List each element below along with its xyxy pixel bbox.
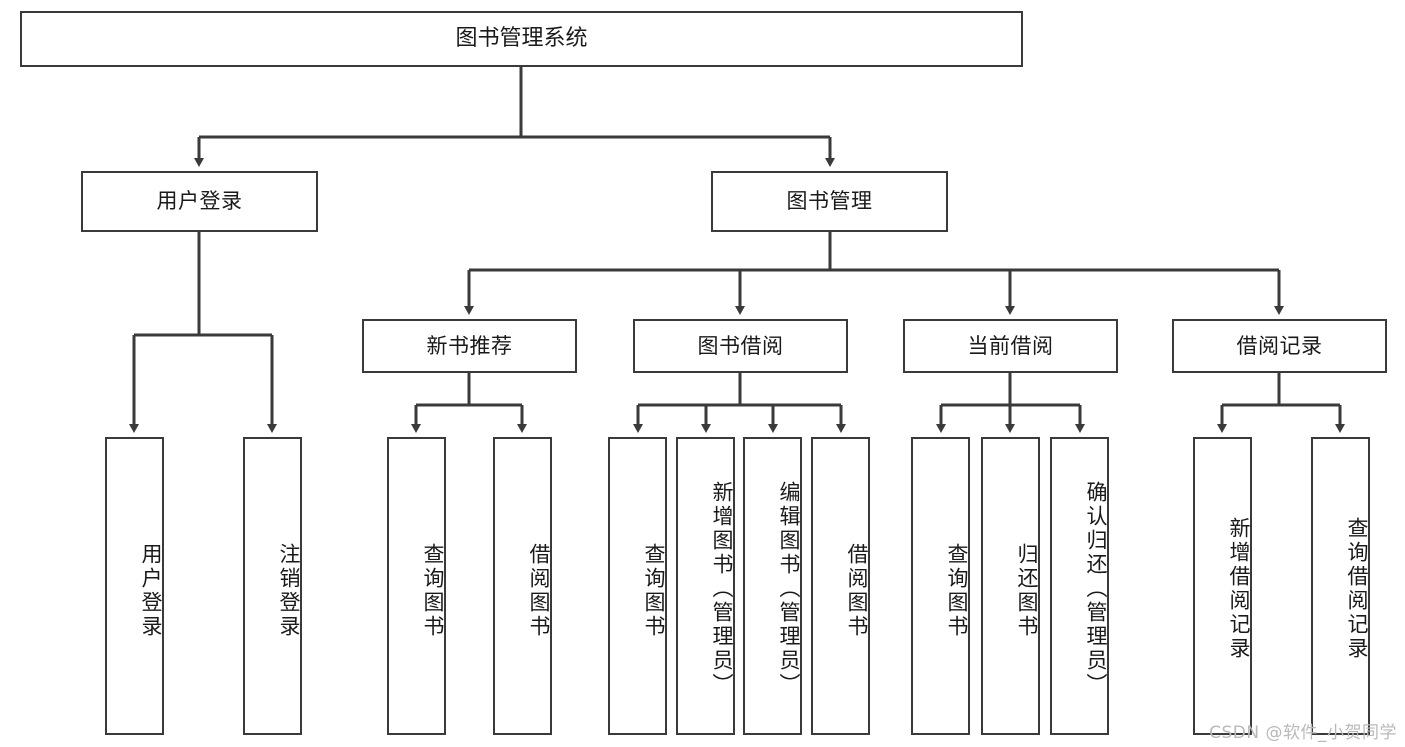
node-label: 编辑图书（管理员） (777, 481, 801, 697)
leaf-add-borrow-record[interactable]: 新增借阅记录 (1193, 437, 1252, 735)
csdn-watermark: CSDN @软件_小贺同学 (1209, 723, 1397, 743)
leaf-borrow-book[interactable]: 借阅图书 (811, 437, 870, 735)
node-borrow-record[interactable]: 借阅记录 (1172, 319, 1387, 373)
node-book-borrow[interactable]: 图书借阅 (633, 319, 848, 373)
leaf-add-book[interactable]: 新增图书（管理员） (676, 437, 735, 735)
node-label: 图书管理系统 (455, 26, 588, 52)
leaf-return-book[interactable]: 归还图书 (981, 437, 1040, 735)
node-label: 确认归还（管理员） (1084, 481, 1108, 697)
node-label: 当前借阅 (967, 333, 1054, 358)
node-user-login[interactable]: 用户登录 (81, 171, 318, 232)
leaf-query-book-borrow[interactable]: 查询图书 (608, 437, 667, 735)
node-label: 图书管理 (786, 189, 873, 214)
node-label: 归还图书 (1015, 543, 1039, 639)
node-label: 用户登录 (139, 543, 163, 639)
node-new-book-recommend[interactable]: 新书推荐 (362, 319, 577, 373)
node-label: 借阅记录 (1236, 333, 1323, 358)
node-label: 用户登录 (156, 189, 243, 214)
node-label: 查询图书 (421, 543, 445, 639)
leaf-query-borrow-record[interactable]: 查询借阅记录 (1311, 437, 1370, 735)
node-label: 借阅图书 (527, 543, 551, 639)
node-label: 注销登录 (277, 543, 301, 639)
node-label: 查询图书 (642, 543, 666, 639)
node-label: 查询图书 (945, 543, 969, 639)
leaf-borrow-book-recommend[interactable]: 借阅图书 (493, 437, 552, 735)
node-label: 新增图书（管理员） (710, 481, 734, 697)
leaf-query-book-recommend[interactable]: 查询图书 (387, 437, 446, 735)
node-label: 借阅图书 (845, 543, 869, 639)
node-root-system[interactable]: 图书管理系统 (20, 11, 1023, 67)
leaf-query-book-current[interactable]: 查询图书 (911, 437, 970, 735)
leaf-logout[interactable]: 注销登录 (243, 437, 302, 735)
node-label: 图书借阅 (697, 333, 784, 358)
node-current-borrow[interactable]: 当前借阅 (903, 319, 1118, 373)
leaf-confirm-return[interactable]: 确认归还（管理员） (1050, 437, 1109, 735)
node-label: 查询借阅记录 (1345, 517, 1369, 661)
node-label: 新书推荐 (426, 333, 513, 358)
leaf-user-login[interactable]: 用户登录 (105, 437, 164, 735)
leaf-edit-book[interactable]: 编辑图书（管理员） (743, 437, 802, 735)
node-label: 新增借阅记录 (1227, 517, 1251, 661)
node-book-manage[interactable]: 图书管理 (711, 171, 948, 232)
